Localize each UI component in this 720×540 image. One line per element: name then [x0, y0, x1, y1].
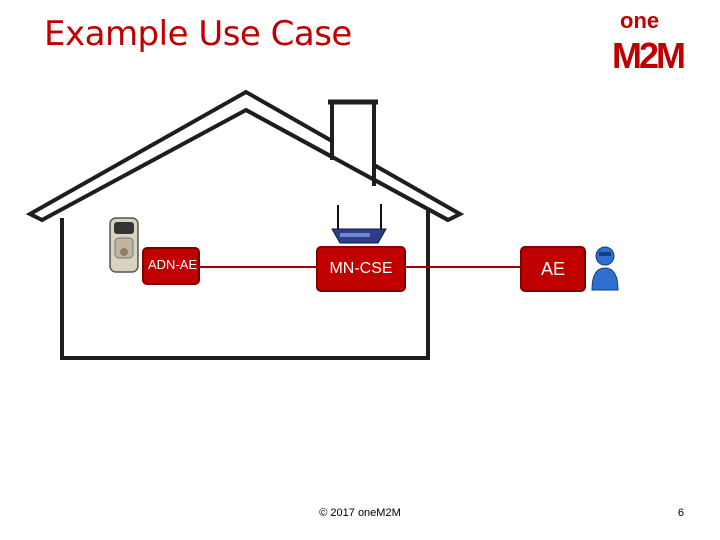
footer-copyright: © 2017 oneM2M [319, 507, 401, 519]
onem2m-logo: one M2M [612, 8, 687, 72]
logo-m2m-text: M2M [612, 35, 684, 72]
ae-node: AE [520, 246, 586, 292]
page-number: 6 [677, 507, 684, 519]
user-icon [591, 246, 619, 291]
house-chimney [330, 100, 376, 186]
logo-one-text: one [620, 8, 659, 33]
adn-ae-node: ADN-AE [142, 247, 200, 285]
roof-right-inner [245, 108, 449, 222]
house-walls [60, 208, 430, 360]
slide-title: Example Use Case [44, 14, 352, 54]
mn-cse-node: MN-CSE [316, 246, 406, 292]
house-roof [25, 89, 465, 223]
router-icon [331, 204, 387, 244]
door-lock-icon [109, 217, 139, 273]
